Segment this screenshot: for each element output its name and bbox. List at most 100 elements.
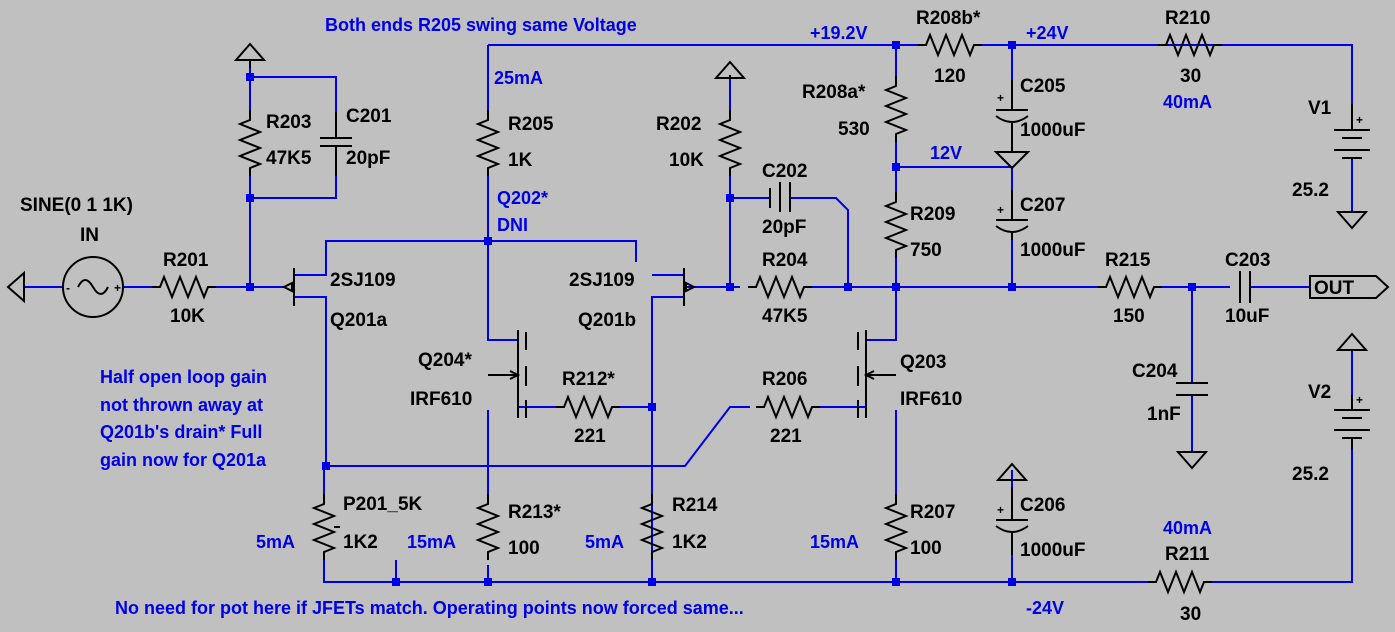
c204-value: 1nF: [1147, 404, 1181, 425]
current-r210: 40mA: [1163, 92, 1212, 112]
junctions: [246, 41, 1196, 586]
net-neg24v: -24V: [1026, 598, 1064, 618]
r213-ref: R213*: [508, 502, 561, 523]
ground-top-left-icon: [233, 42, 267, 68]
c207-ref: C207: [1020, 195, 1065, 216]
c205-ref: C205: [1020, 76, 1066, 97]
current-r213: 15mA: [407, 532, 456, 552]
resistor-r212: [555, 396, 621, 418]
c204-ref: C204: [1132, 361, 1178, 382]
svg-text:+: +: [997, 503, 1004, 517]
r201-ref: R201: [163, 250, 209, 271]
side-note-line-2: not thrown away at: [100, 395, 263, 415]
output-port-icon: [1309, 275, 1390, 299]
battery-v1: +: [1334, 104, 1370, 230]
r209-ref: R209: [910, 204, 955, 225]
r210-value: 30: [1180, 66, 1201, 87]
mosfet-q204: [488, 330, 527, 418]
capacitor-c205: +: [993, 80, 1031, 170]
svg-text:-: -: [66, 281, 70, 295]
q201b-ref: Q201b: [578, 310, 636, 331]
resistor-r201: [151, 276, 217, 298]
jfet-q201b: [683, 268, 697, 306]
svg-text:+: +: [1356, 393, 1363, 407]
c205-value: 1000uF: [1020, 120, 1085, 141]
r207-value: 100: [910, 538, 942, 559]
c207-value: 1000uF: [1020, 240, 1085, 261]
side-note-line-1: Half open loop gain: [100, 367, 267, 387]
r203-value: 47K5: [266, 148, 312, 169]
q203-ref: Q203: [900, 352, 946, 373]
resistor-r208b: [917, 34, 983, 56]
r215-value: 150: [1113, 306, 1145, 327]
net-19v2: +19.2V: [810, 23, 868, 43]
v2-ref: V2: [1308, 382, 1331, 403]
r208b-ref: R208b*: [916, 8, 981, 29]
battery-v2: +: [1334, 332, 1370, 450]
r212-value: 221: [574, 426, 606, 447]
r202-value: 10K: [669, 150, 704, 171]
q201b-model: 2SJ109: [569, 270, 635, 291]
output-label: OUT: [1314, 278, 1355, 299]
r211-value: 30: [1180, 604, 1201, 625]
r204-value: 47K5: [762, 306, 808, 327]
net-12v: 12V: [930, 143, 962, 163]
q203-model: IRF610: [900, 389, 962, 410]
resistor-r207: [885, 493, 907, 561]
current-r214: 5mA: [585, 532, 624, 552]
q202-note: Q202*: [497, 188, 548, 208]
capacitor-c201: [320, 112, 352, 176]
r209-value: 750: [910, 240, 942, 261]
q204-ref: Q204*: [418, 350, 472, 371]
current-r211: 40mA: [1163, 518, 1212, 538]
r214-value: 1K2: [672, 532, 707, 553]
ground-r202-icon: [713, 60, 747, 79]
q204-model: IRF610: [410, 389, 472, 410]
current-p201: 5mA: [256, 532, 295, 552]
capacitor-c203: [1239, 271, 1251, 303]
c203-value: 10uF: [1225, 306, 1269, 327]
r213-value: 100: [508, 538, 540, 559]
current-r205: 25mA: [494, 68, 543, 88]
q201a-model: 2SJ109: [330, 270, 396, 291]
resistor-r215: [1097, 276, 1163, 298]
resistor-r211: [1147, 571, 1213, 593]
p201-ref: P201_5K: [343, 494, 423, 515]
svg-text:+: +: [997, 203, 1004, 217]
v2-value: 25.2: [1292, 464, 1329, 485]
c206-value: 1000uF: [1020, 540, 1085, 561]
potentiometer-p201: [313, 493, 340, 561]
r214-ref: R214: [672, 495, 718, 516]
r215-ref: R215: [1105, 250, 1151, 271]
side-note-line-4: gain now for Q201a: [100, 450, 267, 470]
svg-text:+: +: [1356, 113, 1363, 127]
source-name: IN: [80, 225, 99, 246]
resistor-r208a: [885, 75, 907, 143]
q201a-ref: Q201a: [330, 310, 387, 331]
svg-text:+: +: [997, 91, 1004, 105]
r203-ref: R203: [266, 112, 311, 133]
c206-ref: C206: [1020, 495, 1065, 516]
resistor-r203: [239, 109, 261, 177]
r210-ref: R210: [1165, 8, 1210, 29]
r204-ref: R204: [762, 250, 808, 271]
resistor-r206: [755, 396, 821, 418]
r208a-value: 530: [838, 119, 870, 140]
r205-ref: R205: [508, 114, 554, 135]
c201-value: 20pF: [346, 148, 390, 169]
capacitor-c207: +: [995, 190, 1029, 240]
resistor-r204: [747, 276, 813, 298]
sine-source-icon: - +: [62, 256, 124, 318]
dni-note: DNI: [497, 215, 528, 235]
resistor-r205: [477, 109, 499, 177]
r208a-ref: R208a*: [802, 82, 866, 103]
r206-ref: R206: [762, 369, 807, 390]
capacitor-c206: +: [995, 462, 1029, 555]
input-port-icon: [6, 270, 25, 304]
r201-value: 10K: [170, 306, 205, 327]
resistor-r213: [477, 493, 499, 561]
top-note: Both ends R205 swing same Voltage: [325, 15, 637, 35]
r206-value: 221: [770, 426, 802, 447]
current-r207: 15mA: [810, 532, 859, 552]
bottom-note: No need for pot here if JFETs match. Ope…: [115, 598, 744, 618]
